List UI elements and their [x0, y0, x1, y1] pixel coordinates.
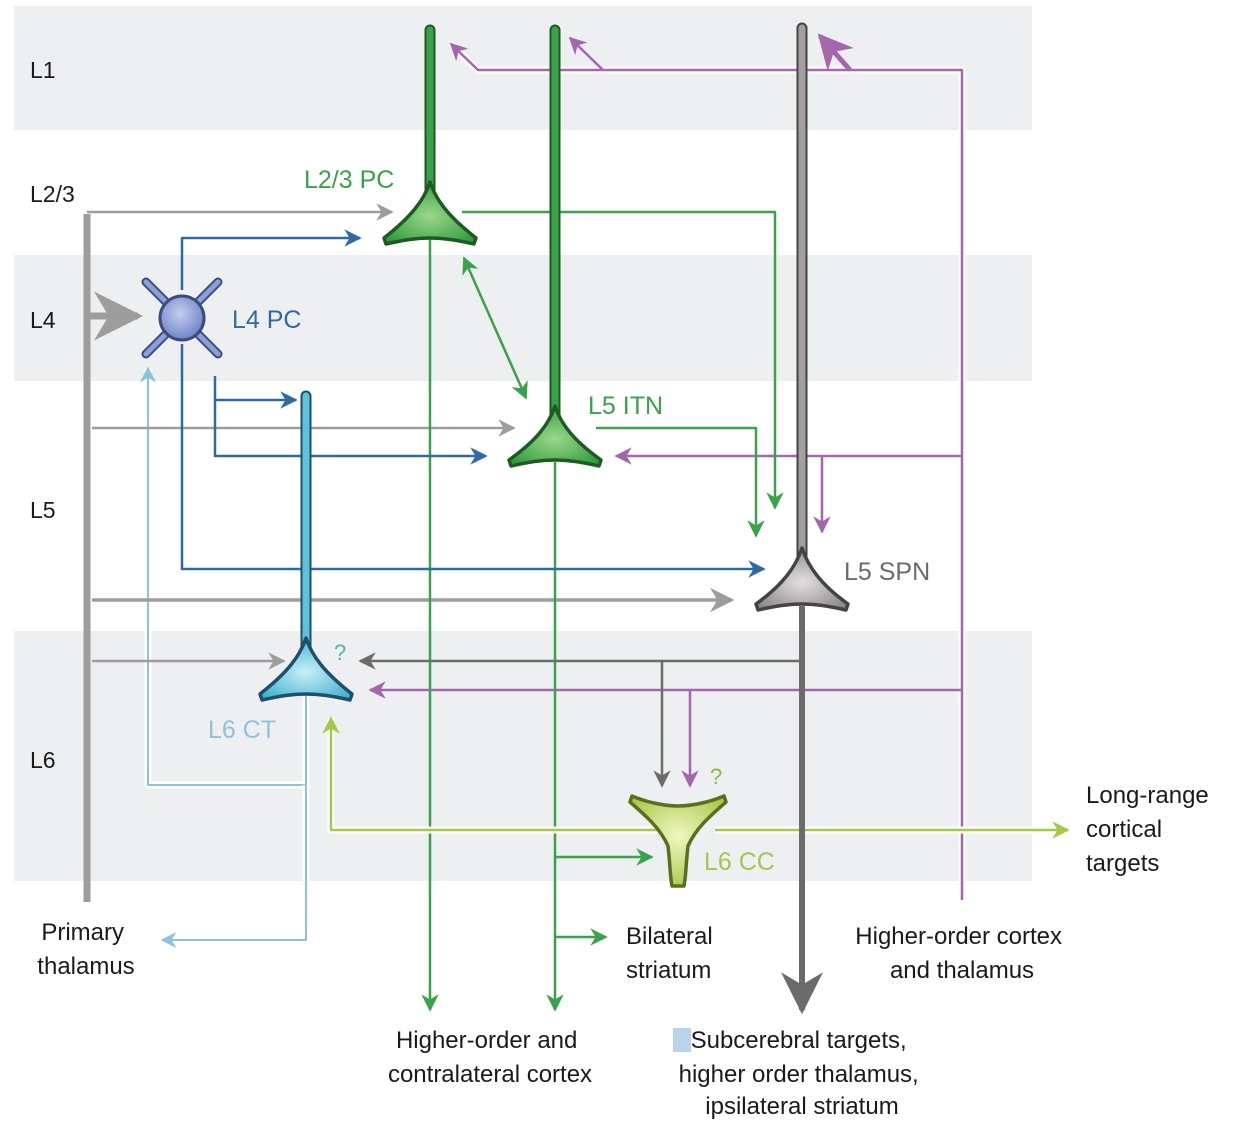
- target-bilateral-striatum: Bilateral striatum: [626, 923, 719, 984]
- layer-label-l1: L1: [30, 57, 56, 83]
- label-l4-pc: L4 PC: [232, 306, 301, 334]
- target-higher-order-contralateral: Higher-order and contralateral cortex: [388, 1027, 592, 1088]
- l5-itn-soma: [507, 404, 603, 468]
- spn-output-pathways: [358, 606, 823, 1015]
- it-neuron-pathways: [421, 210, 784, 1012]
- label-l5-spn: L5 SPN: [844, 558, 930, 586]
- band-l6: [14, 631, 1032, 881]
- l6cc-output-pathway: [322, 716, 1070, 839]
- l4-pc-soma: [141, 277, 223, 359]
- l23-pc-soma: [382, 180, 478, 246]
- l6ct-feedback-pathway: [140, 366, 310, 948]
- l6-cc-soma: [628, 794, 728, 888]
- target-long-range-cortical: Long-range cortical targets: [1086, 782, 1215, 877]
- label-l23-pc: L2/3 PC: [304, 166, 394, 194]
- label-l5-itn: L5 ITN: [588, 392, 663, 420]
- layer-label-l4: L4: [30, 307, 56, 333]
- target-primary-thalamus: Primary thalamus: [37, 919, 134, 980]
- apical-dendrites: [300, 22, 808, 656]
- layer-labels: L1 L2/3 L4 L5 L6: [30, 57, 75, 773]
- l5-spn-soma: [754, 546, 850, 612]
- layer-bands: [14, 6, 1032, 881]
- l6-cc-unknown-mark: ?: [710, 764, 722, 789]
- l4-output-pathways: [180, 229, 766, 578]
- target-higher-order-cortex-thalamus: Higher-order cortex and thalamus: [855, 923, 1068, 984]
- l6-ct-unknown-mark: ?: [334, 640, 346, 665]
- label-l6-ct: L6 CT: [208, 716, 276, 744]
- target-subcerebral: Subcerebral targets, higher order thalam…: [679, 1027, 926, 1120]
- target-labels: Primary thalamus Bilateral striatum High…: [37, 782, 1215, 1120]
- label-l6-cc: L6 CC: [704, 848, 775, 876]
- layer-label-l5: L5: [30, 497, 56, 523]
- text-highlight: [673, 1028, 691, 1052]
- layer-label-l23: L2/3: [30, 181, 75, 207]
- cell-labels: L2/3 PC L4 PC L5 ITN L5 SPN L6 CT L6 CC …: [208, 166, 930, 876]
- higher-order-input-pathway: [368, 33, 966, 900]
- l6-ct-soma: [258, 636, 354, 702]
- layer-label-l6: L6: [30, 747, 56, 773]
- thalamic-input-axon: [83, 203, 735, 902]
